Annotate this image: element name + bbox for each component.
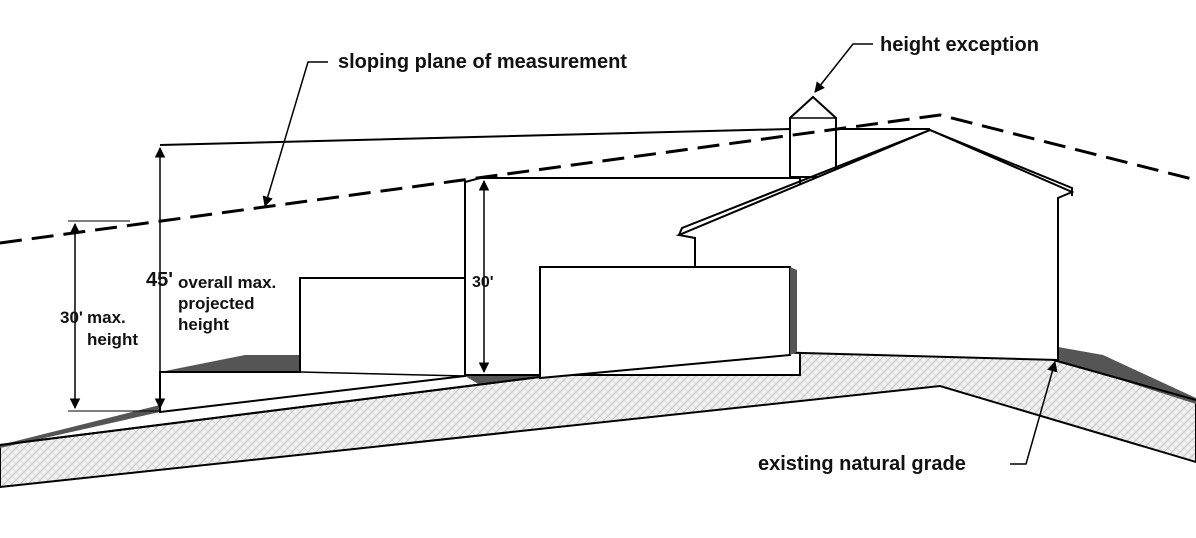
max-height-label-line1: max.	[87, 308, 126, 327]
sloping-plane-line	[0, 113, 1196, 245]
ground-shadow-yard	[160, 355, 300, 375]
overall-height-label-line1: overall max.	[178, 273, 276, 292]
ground-shadow-left	[0, 405, 160, 448]
front-block-shadow	[790, 267, 797, 355]
existing-grade-label: existing natural grade	[758, 453, 966, 475]
cupola	[789, 95, 837, 178]
sloping-plane-leader	[262, 61, 328, 208]
tower-dimension-value: 30'	[472, 274, 494, 291]
overall-height-label-line2: projected	[178, 294, 255, 313]
max-height-label-line2: height	[87, 330, 138, 349]
overall-height-label-line3: height	[178, 315, 229, 334]
overall-dimension-value: 45'	[146, 269, 173, 291]
sloping-plane-label: sloping plane of measurement	[338, 51, 627, 73]
height-exception-leader	[814, 43, 873, 93]
existing-grade-leader	[1010, 360, 1058, 465]
height-exception-label: height exception	[880, 34, 1039, 56]
max-height-dimension-value: 30'	[60, 308, 83, 327]
